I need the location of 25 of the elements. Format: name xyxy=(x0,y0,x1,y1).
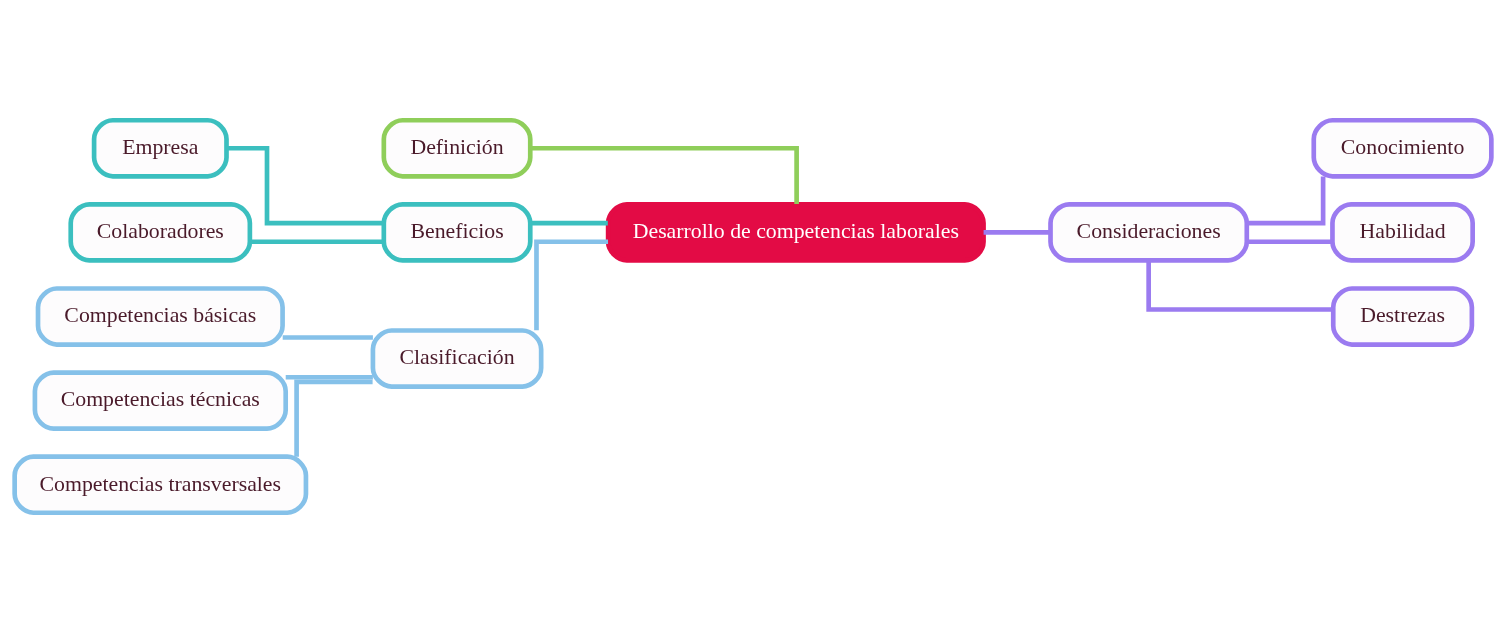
connector xyxy=(1247,176,1326,225)
connector xyxy=(530,145,799,204)
node-box: Consideraciones xyxy=(1048,201,1250,263)
connector xyxy=(530,220,608,225)
node-box: Clasificación xyxy=(370,327,544,389)
node-box: Destrezas xyxy=(1330,285,1475,347)
connector xyxy=(250,238,384,244)
node-box: Habilidad xyxy=(1330,201,1475,263)
connector xyxy=(294,379,373,457)
connector xyxy=(282,334,373,340)
connector xyxy=(534,238,609,330)
node-box: Colaboradores xyxy=(68,201,253,263)
node-box: Competencias básicas xyxy=(35,285,285,347)
connector xyxy=(226,145,384,225)
connector xyxy=(1246,238,1333,244)
node-box: Competencias técnicas xyxy=(32,369,289,431)
connector xyxy=(983,229,1051,235)
node-box: Empresa xyxy=(91,117,229,179)
node-box: Competencias transversales xyxy=(12,453,309,515)
node-box: Desarrollo de competencias laborales xyxy=(605,201,986,263)
node-box: Beneficios xyxy=(381,201,533,263)
connector xyxy=(285,374,373,380)
node-box: Definición xyxy=(381,117,533,179)
node-box: Conocimiento xyxy=(1311,117,1494,179)
connector xyxy=(1146,260,1334,312)
